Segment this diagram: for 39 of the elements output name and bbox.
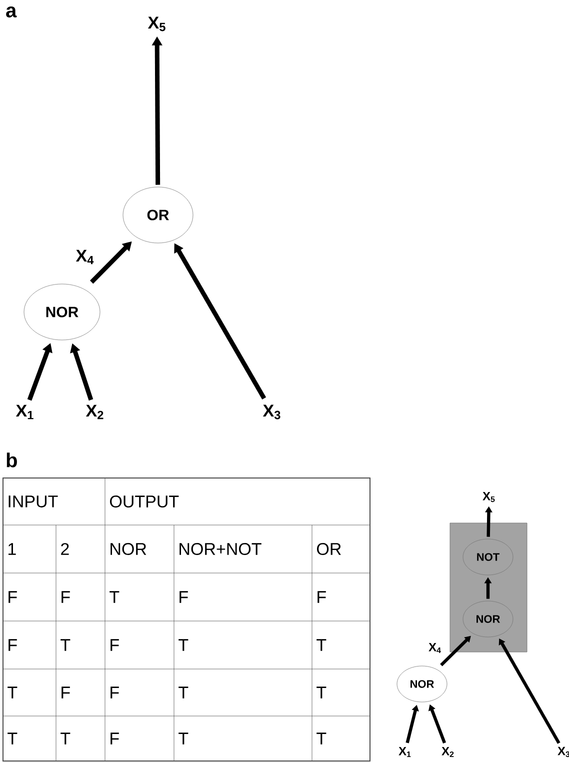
table-cell: F <box>180 591 188 603</box>
table-cell: F <box>62 686 70 698</box>
table-cell: T <box>60 639 70 651</box>
table-cell: T <box>178 686 188 698</box>
table-cell: T <box>316 639 326 651</box>
table-cell: T <box>178 639 188 651</box>
table-cell: OUTPUT <box>110 495 179 508</box>
table-cell: 2 <box>61 543 69 555</box>
variable-label: X$_{5}$ <box>482 492 495 502</box>
table-cell: F <box>8 591 17 603</box>
table-cell: INPUT <box>8 496 58 508</box>
table-cell: F <box>318 591 326 603</box>
table-cell: F <box>110 686 119 698</box>
table-cell: OR <box>317 542 341 556</box>
panel-letter: b <box>6 452 17 468</box>
table-cell: T <box>8 732 18 744</box>
table-cell: T <box>316 732 326 744</box>
table-cell: F <box>110 639 119 651</box>
arrow <box>498 638 560 744</box>
variable-label: X$_{1}$ <box>398 746 411 758</box>
variable-label: X$_{1}$ <box>16 404 34 420</box>
variable-label: X$_{3}$ <box>262 404 280 420</box>
table-cell: T <box>316 686 326 698</box>
variable-label: X$_{5}$ <box>148 16 166 32</box>
table-cell: T <box>110 591 120 603</box>
table-cell: F <box>8 639 17 651</box>
table-cell: NOR+NOT <box>180 542 262 556</box>
edge-label: X$_{4}$ <box>428 642 441 654</box>
table-cell: F <box>110 732 119 744</box>
table-cell: T <box>8 686 18 698</box>
table-cell: 1 <box>8 543 16 555</box>
panel-letter: a <box>6 6 17 18</box>
edge-label: X$_{4}$ <box>76 250 94 264</box>
table-cell: T <box>178 732 188 744</box>
variable-label: X$_{2}$ <box>86 404 104 420</box>
variable-label: X$_{2}$ <box>442 746 454 758</box>
table-cell: NOR <box>110 542 146 556</box>
table-cell: F <box>62 591 70 603</box>
table-cell: T <box>60 732 70 744</box>
